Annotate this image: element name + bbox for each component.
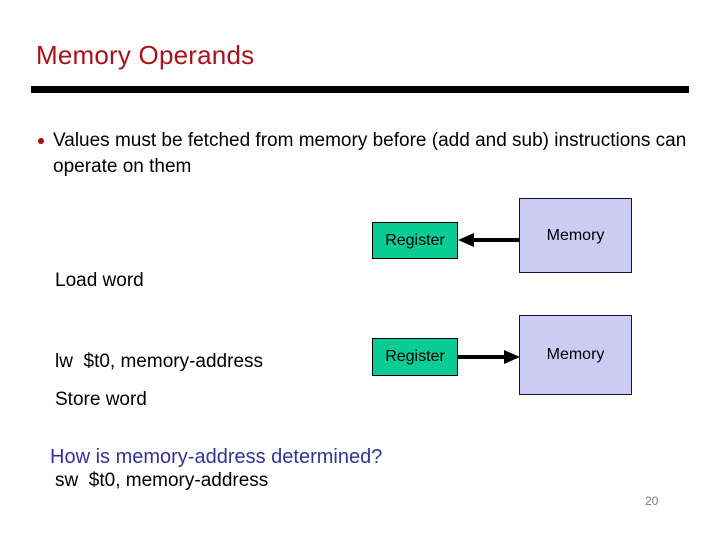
bullet-item-text: Values must be fetched from memory befor… [53, 130, 687, 177]
list-item: Values must be fetched from memory befor… [38, 128, 700, 180]
load-word-line2: lw $t0, memory-address [55, 351, 264, 372]
arrow-right-icon [458, 347, 520, 367]
bullet-dot-icon [38, 138, 44, 144]
footer-question: How is memory-address determined? [50, 446, 383, 468]
store-word-instruction: Store word sw $t0, memory-address [55, 332, 268, 540]
register-box-store-label: Register [385, 348, 445, 365]
memory-box-load-label: Memory [546, 226, 605, 244]
store-word-line2: sw $t0, memory-address [55, 470, 269, 491]
page-title: Memory Operands [36, 40, 255, 70]
diagram-row-load-word: Load word lw $t0, memory-address Registe… [0, 198, 720, 372]
memory-box-store: Memory [519, 315, 632, 395]
register-box-store: Register [372, 338, 458, 376]
register-box-load: Register [372, 222, 458, 259]
diagram-row-store-word: Store word sw $t0, memory-address Regist… [0, 315, 720, 491]
load-word-line1: Load word [55, 270, 144, 291]
memory-box-load: Memory [519, 198, 632, 273]
bullet-list: Values must be fetched from memory befor… [38, 128, 700, 180]
arrow-left-icon [458, 230, 520, 250]
load-word-instruction: Load word lw $t0, memory-address [55, 213, 263, 429]
register-box-load-label: Register [385, 231, 445, 249]
store-word-line1: Store word [55, 389, 147, 410]
slide-number: 20 [645, 494, 659, 508]
title-divider [31, 86, 689, 93]
memory-box-store-label: Memory [546, 346, 605, 363]
